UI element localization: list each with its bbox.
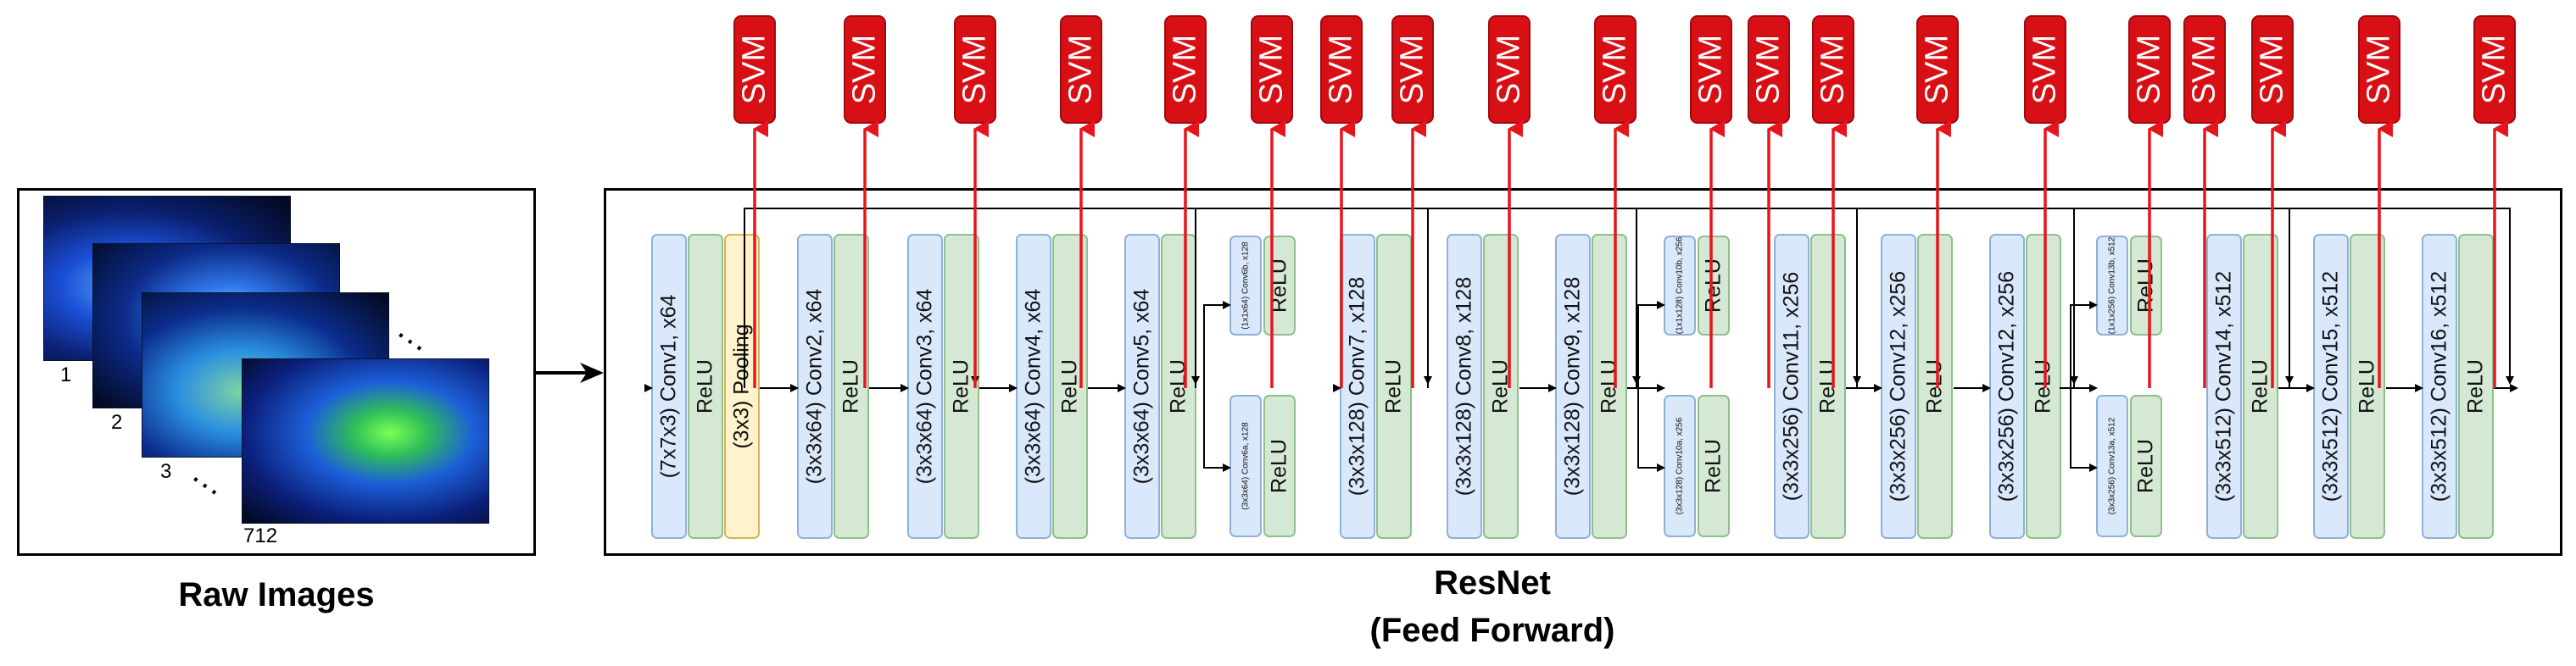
skip-connection-arrow	[974, 208, 1200, 388]
raw-images-panel: 1 2 3 712 ... ...	[17, 188, 536, 556]
resnet-caption-line2: (Feed Forward)	[1369, 612, 1615, 649]
svm-box: SVM	[2183, 15, 2226, 124]
layer-conv5: (3x3x64) Conv5, x64	[1124, 234, 1160, 539]
branch-arrow-bottom	[1203, 388, 1231, 472]
svm-box: SVM	[1251, 15, 1293, 124]
layer-relu16: ReLU	[2458, 234, 2494, 539]
layer-relu3: ReLU	[944, 234, 979, 539]
layer-relu2: ReLU	[834, 234, 869, 539]
layer-relu12b: ReLU	[2026, 234, 2061, 539]
svm-box: SVM	[1812, 15, 1854, 124]
layer-conv15: (3x3x512) Conv15, x512	[2313, 234, 2349, 539]
layer-relu12a: ReLU	[1917, 234, 1953, 539]
svm-box: SVM	[1391, 15, 1434, 124]
svm-box: SVM	[1594, 15, 1636, 124]
branch-arrow-bottom	[1637, 388, 1665, 472]
layer-relu6a: ReLU	[1263, 395, 1296, 537]
svm-box: SVM	[2024, 15, 2066, 124]
layer-relu13b: ReLU	[2130, 236, 2162, 336]
layer-conv16: (3x3x512) Conv16, x512	[2422, 234, 2457, 539]
layer-relu6b: ReLU	[1263, 236, 1296, 336]
layer-conv14: (3x3x512) Conv14, x512	[2206, 234, 2242, 539]
branch-arrow-top	[2070, 301, 2098, 388]
layer-conv12a: (3x3x256) Conv12, x256	[1881, 234, 1916, 539]
raw-images-caption-text: Raw Images	[178, 576, 375, 613]
layer-conv8: (3x3x128) Conv8, x128	[1447, 234, 1482, 539]
eye-image-712	[242, 358, 489, 524]
svm-box: SVM	[1060, 15, 1102, 124]
svm-box: SVM	[1690, 15, 1732, 124]
svm-box: SVM	[844, 15, 886, 124]
branch-arrow-bottom	[2070, 388, 2098, 472]
layer-conv6b: (1x1x64) Conv6b, x128	[1229, 236, 1262, 336]
svm-box: SVM	[2128, 15, 2171, 124]
image-index-2: 2	[111, 411, 123, 434]
image-index-1: 1	[60, 364, 72, 386]
layer-conv1: (7x7x3) Conv1, x64	[651, 234, 687, 539]
layer-relu1: ReLU	[688, 234, 723, 539]
svm-box: SVM	[2358, 15, 2400, 124]
resnet-caption-line1: ResNet	[1434, 564, 1551, 602]
layer-relu9: ReLU	[1592, 234, 1627, 539]
layer-conv13b: (1x1x256) Conv13b, x512	[2096, 236, 2128, 336]
svm-box: SVM	[1164, 15, 1207, 124]
skip-connection-arrow	[1195, 208, 1432, 388]
svm-box: SVM	[1488, 15, 1531, 124]
layer-relu7: ReLU	[1376, 234, 1412, 539]
resnet-caption: ResNet (Feed Forward)	[1204, 559, 1781, 654]
branch-arrow-top	[1203, 301, 1231, 388]
svm-box: SVM	[2251, 15, 2294, 124]
skip-connection-arrow	[1856, 208, 2078, 388]
layer-relu11: ReLU	[1810, 234, 1846, 539]
image-index-3: 3	[160, 460, 172, 483]
raw-images-caption: Raw Images	[17, 576, 536, 614]
layer-conv10b: (1x1x128) Conv10b, x256	[1664, 236, 1696, 336]
layer-conv4: (3x3x64) Conv4, x64	[1016, 234, 1051, 539]
skip-connection-arrow	[2289, 208, 2514, 388]
skip-connection-arrow	[744, 208, 979, 388]
skip-connection-arrow	[2073, 208, 2294, 388]
svm-box: SVM	[954, 15, 996, 124]
skip-connection-arrow	[1427, 208, 1641, 388]
layer-relu13a: ReLU	[2130, 395, 2162, 537]
skip-connection-arrow	[1636, 208, 1861, 388]
image-index-712: 712	[243, 524, 278, 547]
branch-arrow-top	[1637, 301, 1665, 388]
layer-relu8: ReLU	[1483, 234, 1519, 539]
layer-relu10a: ReLU	[1698, 395, 1730, 537]
layer-relu10b: ReLU	[1698, 236, 1730, 336]
layer-conv11: (3x3x256) Conv11, x256	[1774, 234, 1809, 539]
